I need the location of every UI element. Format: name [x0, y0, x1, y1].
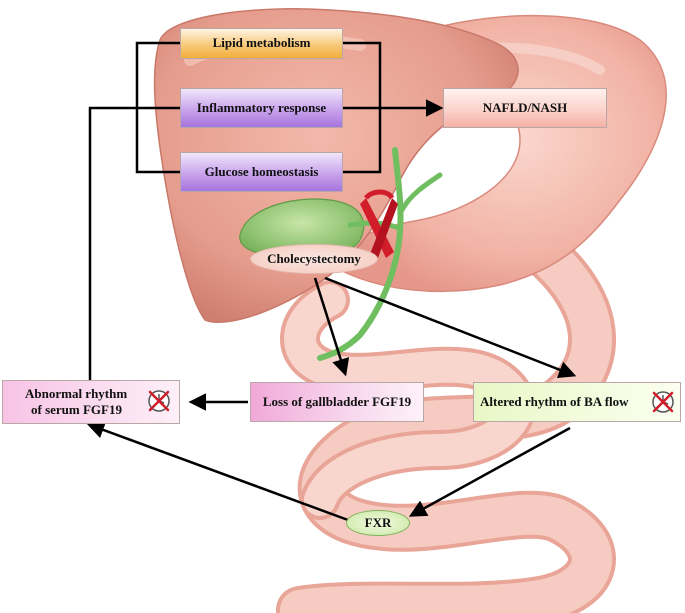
- abnormal-rhythm-label-line1: Abnormal rhythm: [25, 385, 128, 401]
- altered-ba-flow-label: Altered rhythm of BA flow: [480, 393, 629, 409]
- arrow-to-loss: [313, 277, 350, 377]
- lipid-metabolism-label: Lipid metabolism: [212, 35, 311, 51]
- red-x-ribbon-icon: [360, 189, 398, 258]
- fxr-label: FXR: [364, 515, 392, 530]
- connectors: [86, 41, 577, 522]
- arrow-to-altered: [324, 276, 577, 379]
- abnormal-rhythm-label-line2: of serum FGF19: [31, 402, 122, 417]
- bile-duct-common: [317, 227, 403, 361]
- arrow-to-fxr: [408, 426, 571, 517]
- nafld-nash-label: NAFLD/NASH: [482, 99, 568, 115]
- fxr-oval: FXR: [346, 510, 410, 536]
- arrow-fxr-to-abnormal: [86, 421, 349, 522]
- cholecystectomy-label: Cholecystectomy: [267, 251, 361, 266]
- feedback-path: [88, 106, 180, 380]
- intestine: [276, 226, 616, 613]
- bile-duct-left: [399, 172, 443, 213]
- cholecystectomy-oval: Cholecystectomy: [250, 244, 378, 274]
- clock-crossed-icon: [652, 391, 674, 413]
- altered-ba-flow-box: Altered rhythm of BA flow: [473, 382, 681, 422]
- loss-fgf19-box: Loss of gallbladder FGF19: [250, 382, 424, 422]
- glucose-homeostasis-label: Glucose homeostasis: [204, 163, 319, 179]
- abnormal-rhythm-box: Abnormal rhythm of serum FGF19: [2, 380, 180, 424]
- bile-duct-hepatic: [392, 147, 404, 233]
- nafld-nash-box: NAFLD/NASH: [443, 88, 607, 128]
- bile-duct: [317, 147, 443, 361]
- inflammatory-response-label: Inflammatory response: [196, 99, 327, 115]
- glucose-homeostasis-box: Glucose homeostasis: [180, 152, 343, 192]
- inflammatory-response-box: Inflammatory response: [180, 88, 343, 128]
- intestine-coil-highlight: [284, 284, 532, 516]
- clock-crossed-icon: [148, 390, 170, 412]
- lipid-metabolism-box: Lipid metabolism: [180, 28, 343, 59]
- loss-fgf19-label: Loss of gallbladder FGF19: [262, 393, 412, 409]
